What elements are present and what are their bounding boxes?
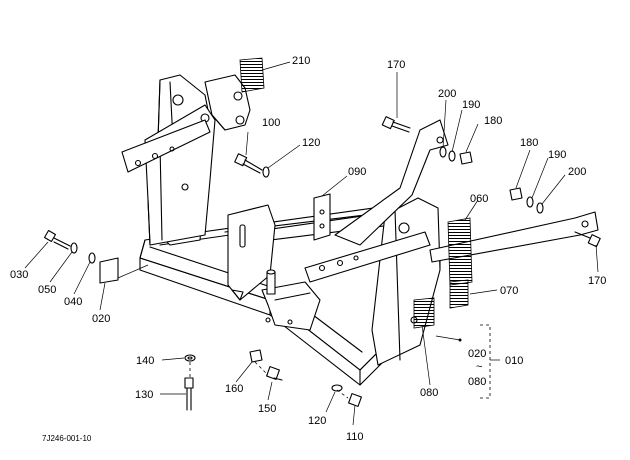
bolt-170-upper — [381, 116, 411, 133]
washers-nut-right-lower — [509, 187, 544, 214]
label-190-lower: 190 — [548, 149, 566, 161]
label-030: 030 — [10, 269, 28, 281]
label-110: 110 — [346, 431, 364, 443]
label-180-lower: 180 — [520, 137, 538, 149]
bolt-130 — [184, 377, 194, 411]
bolt-030 — [43, 229, 71, 250]
drawing-reference-code: 7J246-001-10 — [42, 434, 92, 443]
plate-060 — [447, 217, 473, 286]
plate-070 — [449, 279, 469, 309]
bolt-110 — [348, 393, 362, 407]
part-090-block — [313, 193, 331, 241]
label-170-upper: 170 — [387, 59, 405, 71]
alignment-lines — [189, 361, 349, 399]
part-labels: 210 170 200 190 180 100 120 090 180 190 … — [10, 55, 606, 443]
label-120-upper: 120 — [302, 137, 320, 149]
center-arm — [304, 231, 431, 283]
label-020-range: 020 — [468, 348, 486, 360]
label-130: 130 — [135, 389, 153, 401]
ref-dot — [458, 338, 462, 342]
right-long-arm — [429, 211, 599, 263]
range-bracket — [480, 324, 500, 399]
plate-210 — [239, 57, 265, 93]
label-090: 090 — [348, 166, 366, 178]
washer-050 — [70, 242, 78, 254]
label-210: 210 — [292, 55, 310, 67]
label-120-lower: 120 — [308, 415, 326, 427]
label-020: 020 — [92, 313, 110, 325]
label-080-range: 080 — [468, 376, 486, 388]
label-180-upper: 180 — [484, 115, 502, 127]
nut-160 — [249, 349, 263, 363]
label-070: 070 — [500, 285, 518, 297]
washer-120-lower — [331, 384, 343, 392]
bolt-150 — [266, 366, 283, 381]
label-100: 100 — [262, 117, 280, 129]
label-140: 140 — [136, 355, 154, 367]
plate-080 — [413, 297, 435, 329]
label-190-upper: 190 — [462, 99, 480, 111]
small-post — [266, 269, 276, 295]
bolt-100 — [234, 153, 270, 178]
label-080: 080 — [420, 387, 438, 399]
label-range-tilde: ~ — [476, 361, 482, 373]
label-040: 040 — [64, 296, 82, 308]
upper-right-arm — [334, 119, 449, 246]
plate-020-left — [99, 257, 119, 284]
top-bracket — [204, 74, 251, 131]
bolt-170-lower — [574, 231, 601, 248]
label-060: 060 — [470, 193, 488, 205]
washer-140 — [184, 354, 196, 362]
label-160: 160 — [225, 383, 243, 395]
label-010: 010 — [505, 355, 523, 367]
washers-nut-right-upper — [439, 146, 473, 165]
label-200-lower: 200 — [568, 166, 586, 178]
label-150: 150 — [258, 403, 276, 415]
washer-040 — [88, 252, 96, 264]
label-050: 050 — [38, 284, 56, 296]
bottom-clamp — [261, 281, 321, 331]
label-200-upper: 200 — [438, 88, 456, 100]
label-170-lower: 170 — [588, 275, 606, 287]
leader-lines — [24, 61, 599, 426]
left-arm-bracket — [121, 119, 211, 173]
